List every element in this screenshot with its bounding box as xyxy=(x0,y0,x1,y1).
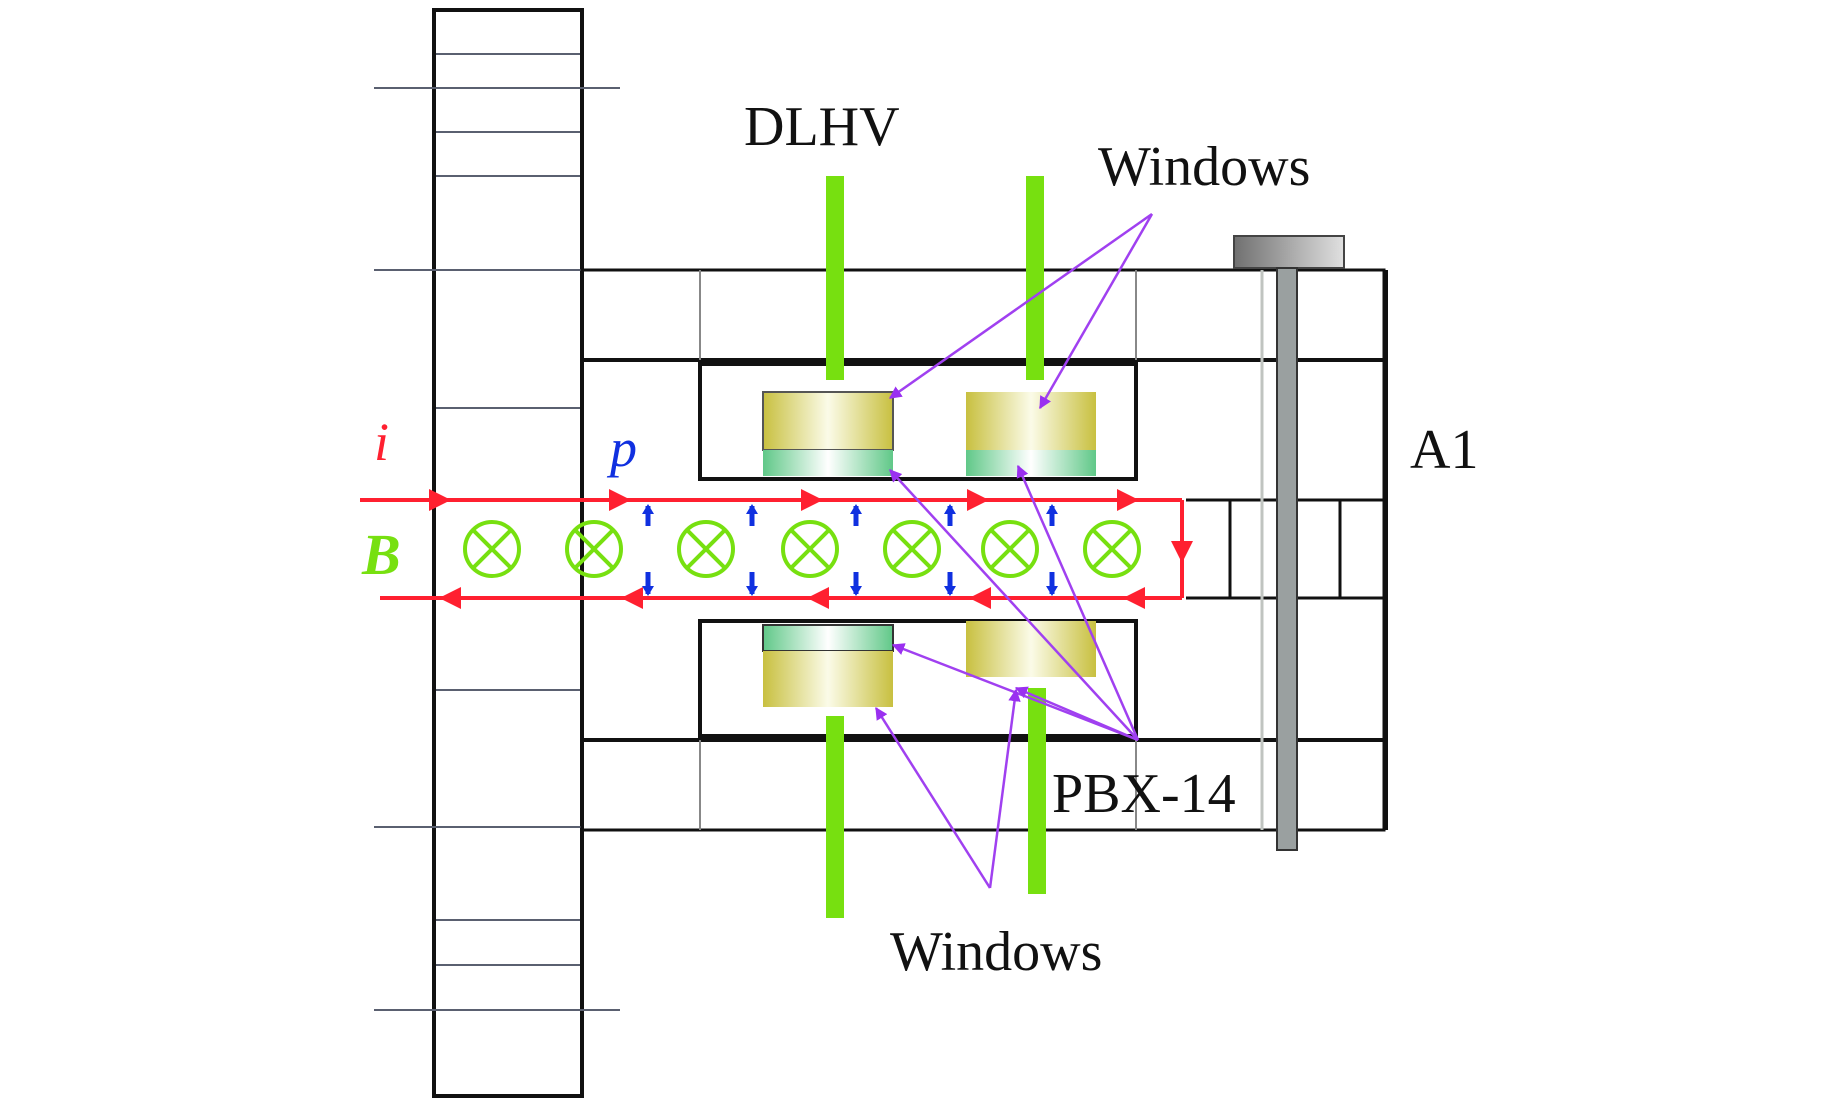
current-arrow-icon xyxy=(1117,489,1139,511)
current-symbol: i xyxy=(374,412,389,472)
field-into-page-icon xyxy=(981,520,1039,578)
field-into-page-icon xyxy=(463,520,521,578)
pressure-arrow-icon xyxy=(1046,572,1058,596)
current-arrow-icon xyxy=(429,489,451,511)
pressure-arrow-icon xyxy=(850,572,862,596)
window-top-right xyxy=(966,392,1096,476)
field-symbol: B xyxy=(361,522,401,587)
pressure-symbol: p xyxy=(606,418,637,478)
windows-bottom-label: Windows xyxy=(890,921,1102,983)
current-arrow-icon xyxy=(969,587,991,609)
pressure-arrow-icon xyxy=(944,504,956,526)
windows-top-label: Windows xyxy=(1098,136,1310,198)
field-into-page-icon xyxy=(1083,520,1141,578)
pressure-arrow-icon xyxy=(642,572,654,596)
current-arrow-icon xyxy=(801,489,823,511)
a1-label: A1 xyxy=(1410,419,1478,481)
window-bottom-left xyxy=(762,624,894,707)
field-into-page-icon xyxy=(883,520,941,578)
pressure-arrow-icon xyxy=(850,504,862,526)
dlhv-label: DLHV xyxy=(744,96,900,158)
current-arrow-icon xyxy=(439,587,461,609)
leader-lines xyxy=(874,212,1154,889)
current-loop xyxy=(360,498,1184,600)
window-bottom-right xyxy=(966,621,1096,677)
window-top-left xyxy=(762,391,894,476)
field-into-page-icon xyxy=(781,520,839,578)
current-arrow-icon xyxy=(609,489,631,511)
current-arrow-icon xyxy=(967,489,989,511)
pressure-arrow-icon xyxy=(1046,504,1058,526)
dlhv-probes xyxy=(826,176,1046,918)
pressure-arrow-icon xyxy=(642,504,654,526)
current-arrow-icon xyxy=(807,587,829,609)
current-arrow-icon xyxy=(1123,587,1145,609)
field-markers xyxy=(463,520,1141,578)
pressure-arrows xyxy=(642,504,1058,596)
bolt xyxy=(1233,235,1345,851)
field-into-page-icon xyxy=(565,520,623,578)
pressure-arrow-icon xyxy=(746,572,758,596)
pressure-arrow-icon xyxy=(944,572,956,596)
pressure-arrow-icon xyxy=(746,504,758,526)
current-arrow-icon xyxy=(1171,541,1193,563)
field-into-page-icon xyxy=(677,520,735,578)
pbx14-label: PBX-14 xyxy=(1052,763,1236,825)
current-arrow-icon xyxy=(621,587,643,609)
current-arrows xyxy=(429,489,1193,609)
